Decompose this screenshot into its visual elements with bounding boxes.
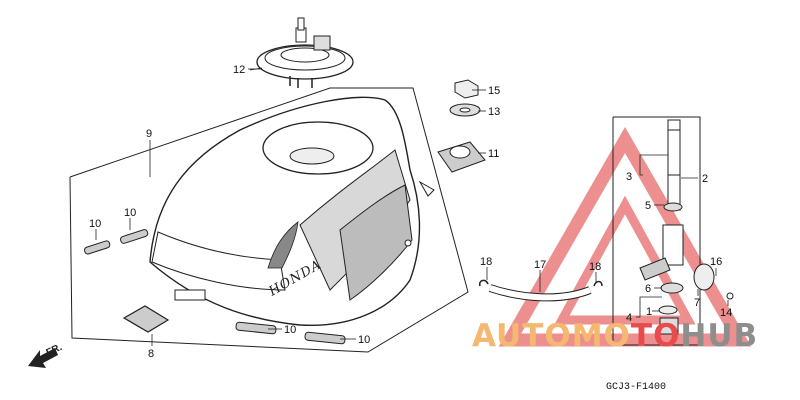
callout-3: 3 — [626, 171, 632, 183]
callout-10b: 10 — [124, 207, 136, 219]
callout-13: 13 — [488, 106, 500, 118]
rubber-strips — [83, 229, 346, 345]
watermark-text-orange: AUTOMO — [472, 318, 631, 354]
callout-9: 9 — [146, 128, 152, 140]
callout-8: 8 — [148, 348, 154, 360]
watermark-text-red: TO — [631, 318, 681, 354]
callout-10d: 10 — [358, 334, 370, 346]
callout-11: 11 — [488, 148, 499, 160]
callout-14: 14 — [720, 307, 732, 319]
callout-labels: 12 15 13 11 9 10 10 10 10 8 18 17 18 2 3… — [89, 64, 732, 360]
front-direction-indicator: FR. — [28, 342, 64, 368]
fuel-hose — [478, 279, 603, 302]
fuel-tank-body — [149, 96, 435, 327]
diagram-code: GCJ3-F1400 — [606, 382, 666, 393]
callout-1: 1 — [646, 306, 652, 318]
callout-18b: 18 — [589, 261, 601, 273]
callout-5: 5 — [645, 200, 651, 212]
fuel-cap-assembly — [249, 17, 354, 88]
watermark-text-gray: HUB — [680, 318, 758, 354]
leader-lines — [95, 68, 729, 346]
hardware-parts — [437, 79, 486, 173]
tank-group-outline — [69, 87, 469, 353]
callout-12: 12 — [233, 64, 245, 76]
callout-6: 6 — [645, 283, 651, 295]
callout-2: 2 — [702, 173, 708, 185]
callout-10a: 10 — [89, 218, 101, 230]
callout-17: 17 — [534, 259, 546, 271]
callout-15: 15 — [488, 85, 500, 97]
watermark-text: AUTOMOTOHUB — [472, 318, 758, 354]
callout-10c: 10 — [284, 324, 296, 336]
front-direction-label: FR. — [45, 342, 64, 359]
fuel-petcock — [639, 119, 734, 335]
callout-16: 16 — [710, 256, 722, 268]
callout-7: 7 — [694, 297, 700, 309]
watermark-triangle-logo — [498, 126, 752, 347]
tank-pad — [122, 305, 170, 333]
callout-4: 4 — [626, 312, 632, 324]
front-arrow-icon — [28, 348, 58, 368]
petcock-group-outline — [612, 116, 701, 346]
callout-18a: 18 — [480, 256, 492, 268]
